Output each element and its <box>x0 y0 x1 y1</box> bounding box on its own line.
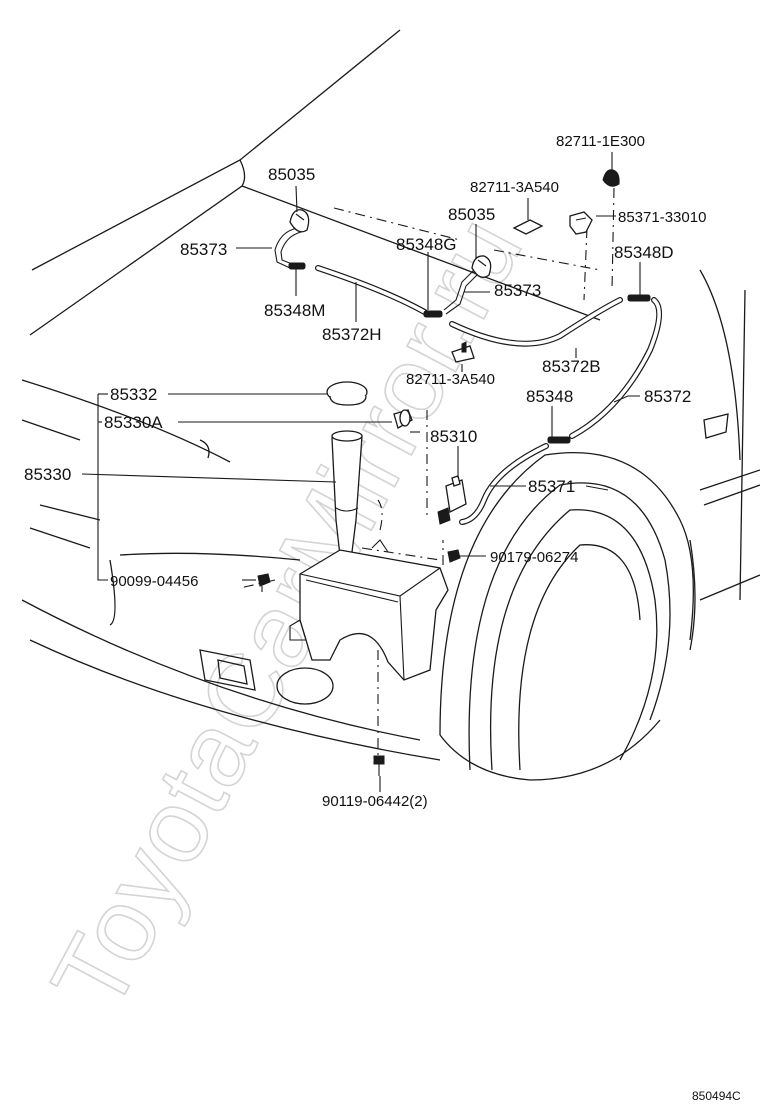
bolt-90119-06442-icon <box>373 755 385 776</box>
label-85373-left: 85373 <box>180 240 227 259</box>
leader-lines <box>81 152 641 792</box>
label-85371-33010: 85371-33010 <box>618 209 706 226</box>
label-85373-right: 85373 <box>494 281 541 300</box>
label-85035-left: 85035 <box>268 165 315 184</box>
label-90179-06274: 90179-06274 <box>490 549 578 566</box>
label-85371: 85371 <box>528 477 575 496</box>
label-82711-1E300: 82711-1E300 <box>556 133 645 150</box>
label-85332: 85332 <box>110 385 157 404</box>
hose-85373-left <box>274 227 306 270</box>
label-85372B: 85372B <box>542 357 601 376</box>
label-85348: 85348 <box>526 387 573 406</box>
clip-85371-33010-icon <box>569 211 593 235</box>
label-85348G: 85348G <box>396 235 457 254</box>
bolt-90099-04456-icon <box>257 573 271 592</box>
label-85330A: 85330A <box>104 413 163 432</box>
label-85310: 85310 <box>430 427 477 446</box>
hose-85371 <box>459 443 549 525</box>
hose-85372B <box>449 297 623 347</box>
washer-nozzle-right-icon <box>471 255 492 278</box>
tank-cap-85332-icon <box>326 381 368 406</box>
watermark: ToyotaCarMirror.ru <box>30 198 545 1029</box>
label-85330: 85330 <box>24 465 71 484</box>
bolt-90179-06274-icon <box>447 549 461 563</box>
connector-85348G-mark <box>423 310 443 318</box>
car-body-outline <box>21 29 760 781</box>
washer-nozzle-left-icon <box>289 209 310 233</box>
label-82711-3A540-bottom: 82711-3A540 <box>406 371 495 388</box>
label-85372: 85372 <box>644 387 691 406</box>
washer-tank-85330-icon <box>289 539 449 681</box>
washer-pump-85310-icon <box>437 475 467 525</box>
clip-82711-3A540-top-icon <box>512 219 544 235</box>
grommet-85330A-icon <box>393 409 413 429</box>
label-85348D: 85348D <box>614 243 674 262</box>
label-85035-right: 85035 <box>448 205 495 224</box>
label-85348M: 85348M <box>264 301 325 320</box>
diagram-reference-code: 850494C <box>692 1089 741 1103</box>
label-85372H: 85372H <box>322 325 382 344</box>
hose-85372H <box>315 265 431 317</box>
hose-85373-right <box>443 265 483 315</box>
label-90099-04456: 90099-04456 <box>110 573 198 590</box>
clip-82711-3A540-bottom-icon <box>451 341 475 363</box>
hose-85372 <box>547 294 663 444</box>
washer-tank-inlet-icon <box>331 430 363 557</box>
label-90119-06442: 90119-06442(2) <box>322 793 428 810</box>
clip-82711-1E300-icon <box>602 169 620 187</box>
label-82711-3A540-top: 82711-3A540 <box>470 179 559 196</box>
part-labels: 85035 85373 85348M 85372H 85348G 85035 8… <box>24 133 706 810</box>
